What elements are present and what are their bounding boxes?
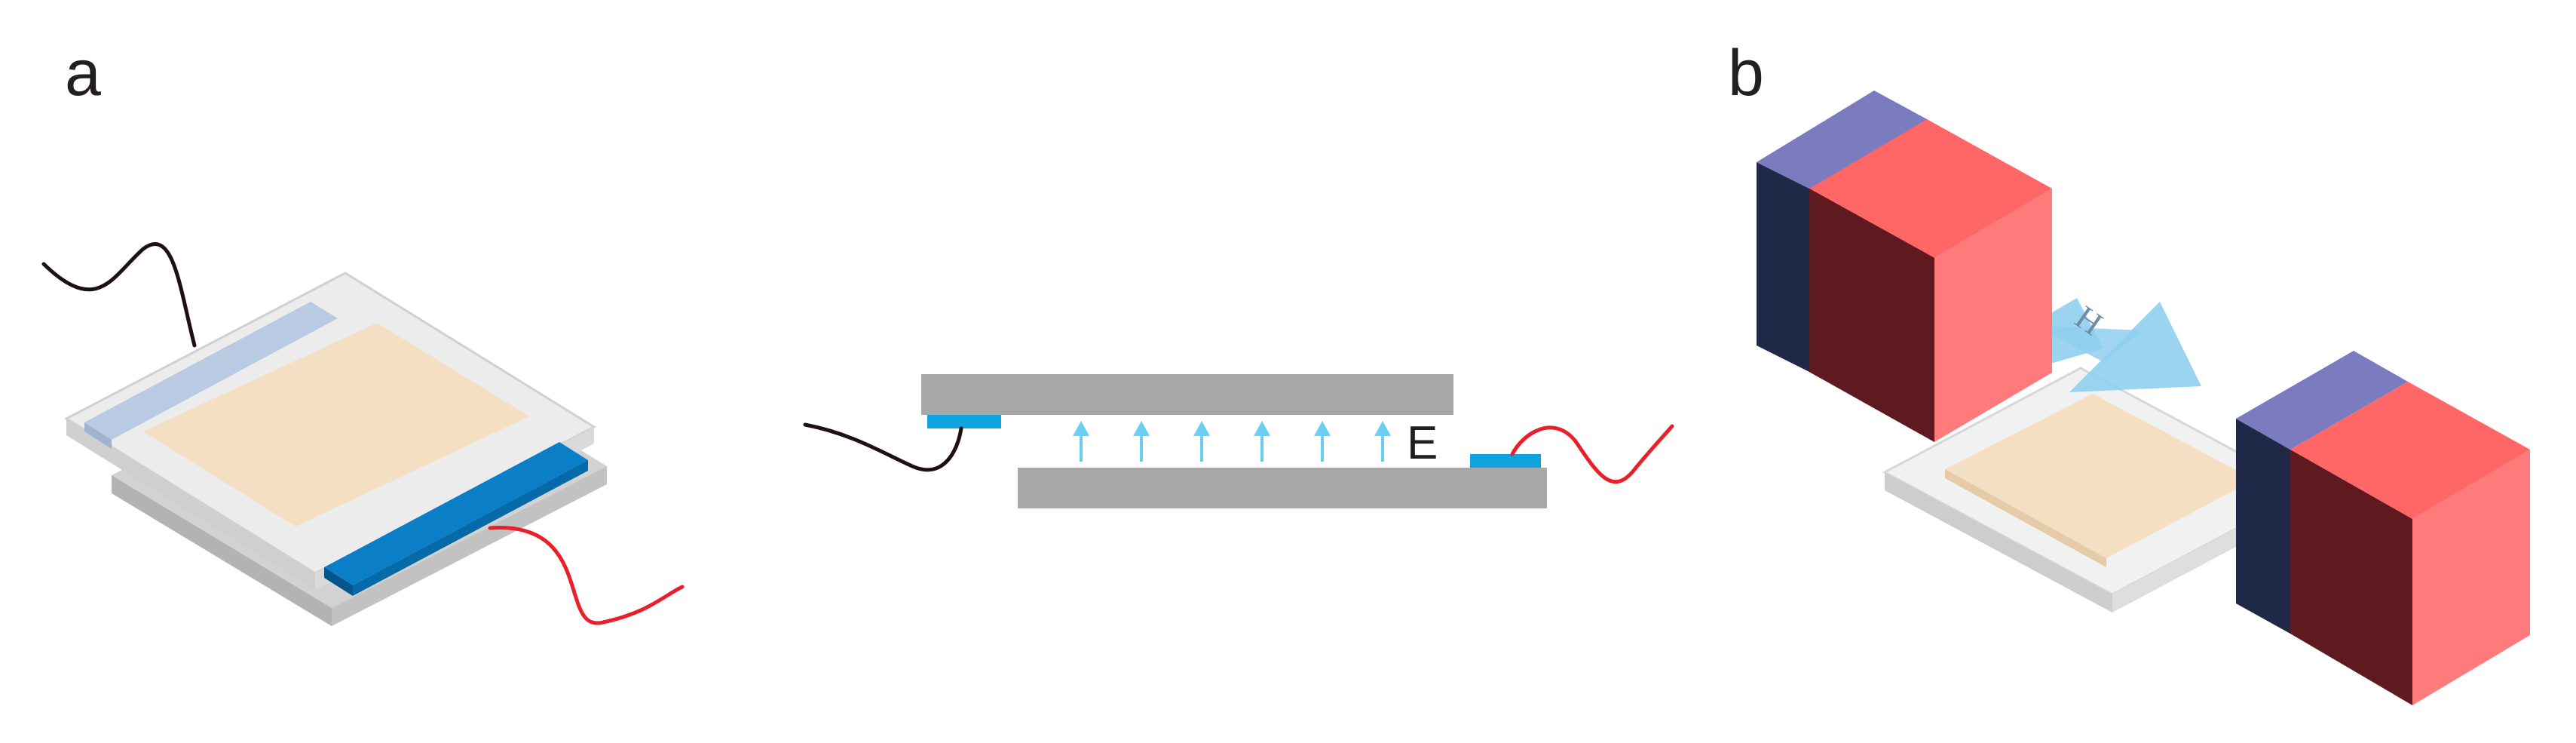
panel-b-label: b bbox=[1728, 37, 1764, 109]
left-magnet bbox=[1757, 91, 2052, 442]
isometric-device bbox=[41, 242, 685, 626]
upper-plate bbox=[921, 374, 1453, 415]
top-electrode-strip bbox=[84, 302, 338, 449]
magnetic-field-arrow: H bbox=[2032, 298, 2201, 392]
electric-field-arrows bbox=[1073, 421, 1391, 462]
electric-field-label: E bbox=[1407, 417, 1438, 469]
electric-field-arrow-head bbox=[1314, 421, 1331, 436]
electric-field-arrow-head bbox=[1193, 421, 1210, 436]
electric-field-arrow-head bbox=[1254, 421, 1270, 436]
right-magnet bbox=[2236, 351, 2530, 705]
electric-field-arrow-head bbox=[1374, 421, 1391, 436]
bottom-electrode-strip bbox=[324, 442, 588, 596]
cross-section-view: E bbox=[803, 374, 1674, 508]
panel-a-label: a bbox=[65, 37, 101, 109]
active-film bbox=[143, 323, 529, 527]
upper-electrode bbox=[927, 415, 1001, 428]
red-lead-wire bbox=[488, 526, 685, 625]
right-lead-wire bbox=[1510, 424, 1674, 484]
sample-plate bbox=[1882, 367, 2311, 613]
lower-plate bbox=[1018, 468, 1547, 508]
sample-film bbox=[1945, 394, 2254, 558]
electric-field-arrow-head bbox=[1133, 421, 1150, 436]
left-lead-wire bbox=[803, 422, 963, 472]
lower-electrode bbox=[1470, 454, 1541, 468]
black-lead-wire bbox=[41, 242, 197, 348]
electric-field-arrow-head bbox=[1073, 421, 1089, 436]
